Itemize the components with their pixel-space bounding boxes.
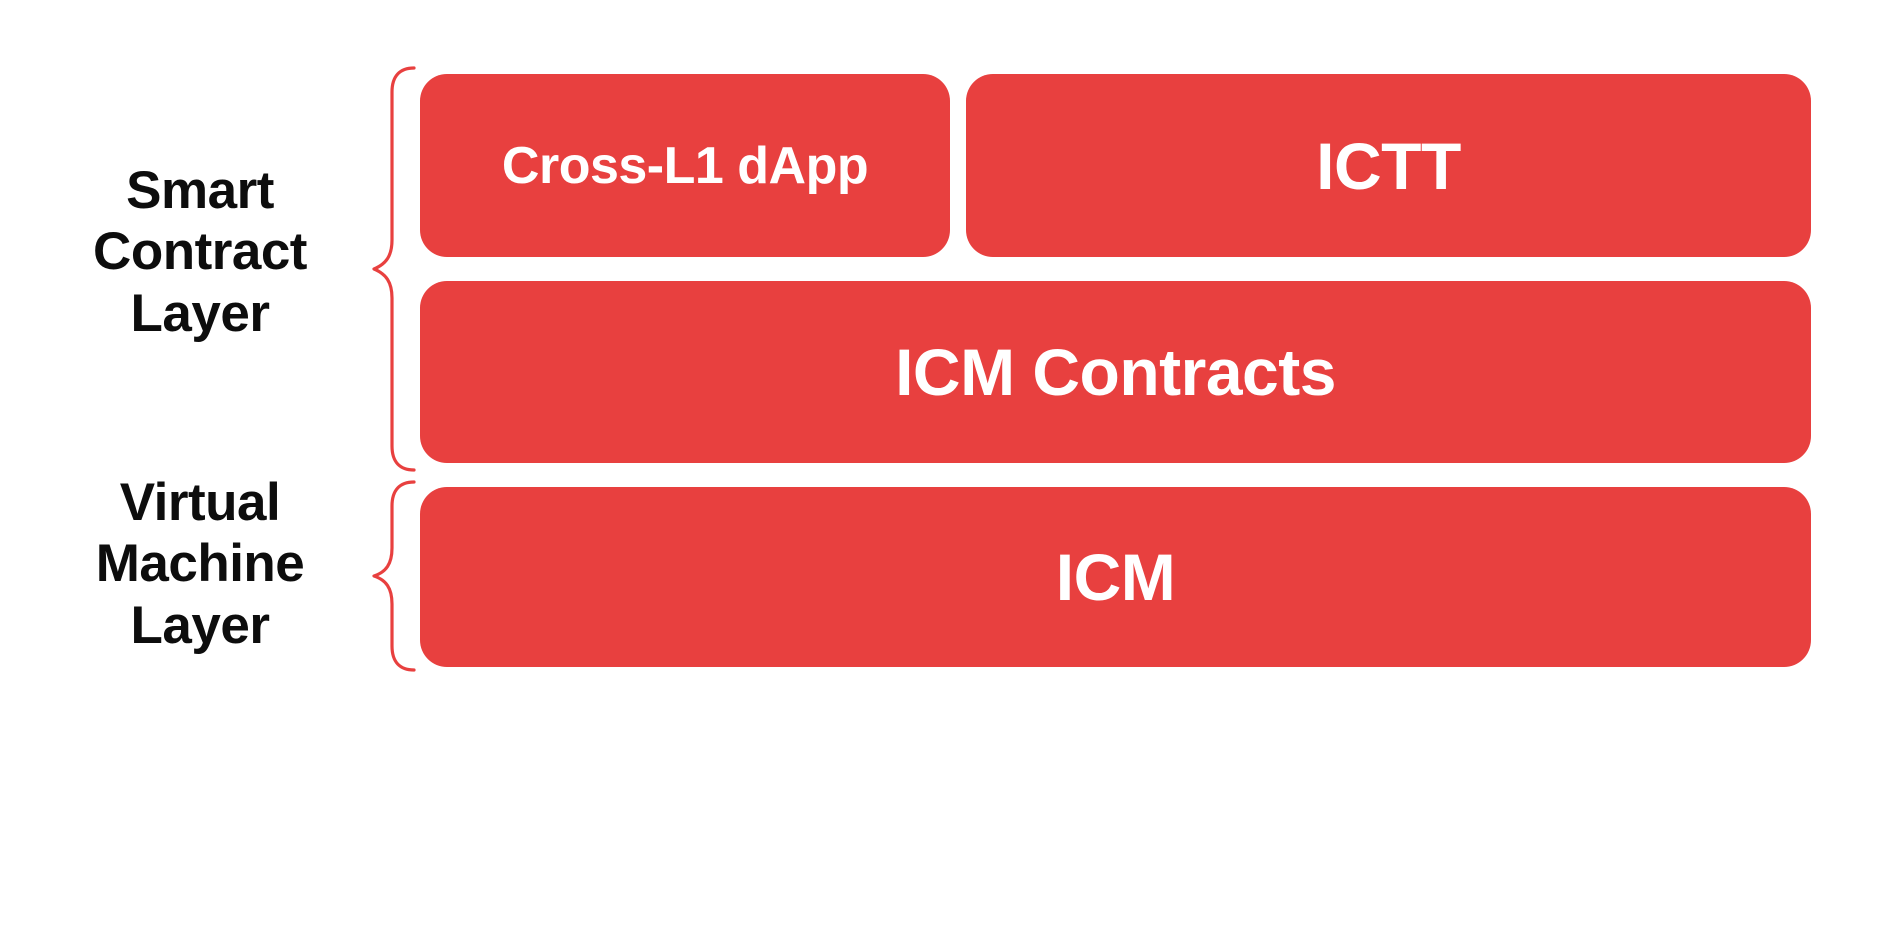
box-label-icm-contracts: ICM Contracts xyxy=(895,335,1336,409)
layer-label-virtual-machine: Virtual Machine Layer xyxy=(95,473,305,655)
box-label-cross-l1-dapp: Cross-L1 dApp xyxy=(501,136,869,195)
box-cross-l1-dapp[interactable]: Cross-L1 dApp xyxy=(420,74,950,257)
layer-label-smart-contract: Smart Contract Layer xyxy=(93,161,307,343)
box-ictt[interactable]: ICTT xyxy=(966,74,1811,257)
box-label-ictt: ICTT xyxy=(1316,128,1461,203)
box-icm-contracts[interactable]: ICM Contracts xyxy=(420,281,1811,463)
box-label-icm: ICM xyxy=(1055,540,1176,614)
box-icm[interactable]: ICM xyxy=(420,487,1811,667)
curly-brace-smart-contract-icon xyxy=(372,66,416,472)
curly-brace-virtual-machine-icon xyxy=(372,480,416,672)
